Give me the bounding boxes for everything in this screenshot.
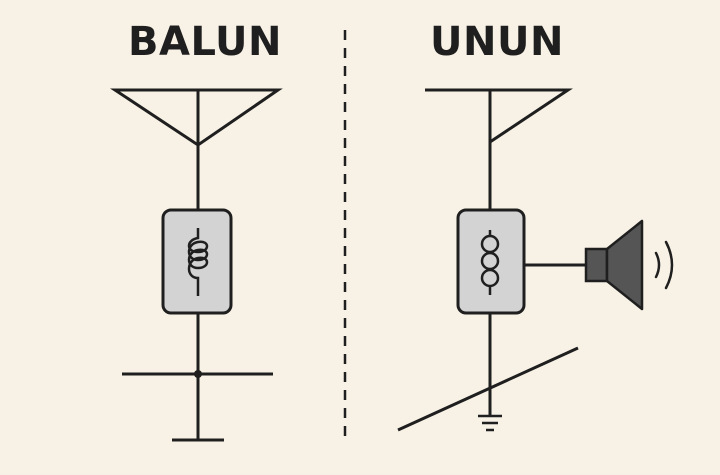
- balun-transformer-box: [161, 208, 233, 315]
- unun-transformer-box: [456, 208, 526, 315]
- unun-schematic: [397, 88, 674, 432]
- balun-schematic: [110, 88, 283, 442]
- unun-diagonal-line: [397, 346, 579, 432]
- balun-title: BALUN: [128, 19, 282, 65]
- unun-title: UNUN: [430, 19, 564, 65]
- coil-icon: [187, 228, 209, 296]
- ground-icon: [478, 414, 502, 432]
- unun-antenna-icon: [425, 88, 573, 144]
- balun-junction-dot: [194, 370, 202, 378]
- speaker-icon: [584, 219, 674, 311]
- triple-loop-coil-icon: [480, 230, 500, 295]
